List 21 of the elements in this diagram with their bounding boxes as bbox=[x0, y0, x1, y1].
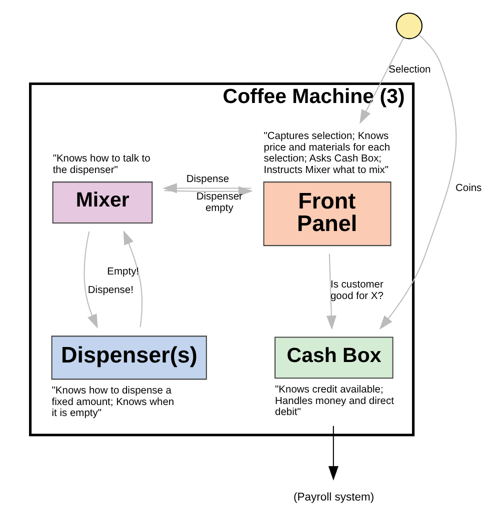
arrow bbox=[162, 182, 252, 193]
node-label: "Knows how to talk to the dispenser" bbox=[52, 153, 150, 176]
edge-label: Is customer good for X? bbox=[330, 279, 384, 302]
node-label: "Captures selection; Knows price and materials for each selection; Asks Cash Box; Instructs Mixer what to mix" bbox=[264, 130, 390, 176]
edge-label: Selection bbox=[388, 64, 431, 75]
edge-label: Dispense! bbox=[88, 284, 134, 296]
edge-label: Coins bbox=[456, 182, 482, 194]
node-label: "Knows how to dispense a fixed amount; Knows when it is empty" bbox=[52, 385, 174, 419]
node-circle bbox=[396, 12, 422, 39]
node-label: "Knows credit available; Handles money and direct debit" bbox=[275, 384, 394, 418]
edge-label: Empty! bbox=[107, 266, 140, 278]
arrow bbox=[164, 186, 253, 196]
arrow bbox=[84, 230, 98, 328]
arrow bbox=[328, 425, 338, 480]
edge-label: Dispense bbox=[186, 174, 230, 185]
arrow bbox=[123, 230, 143, 327]
node-text: (Payroll system) bbox=[293, 490, 374, 503]
arrow bbox=[379, 34, 457, 330]
arrow bbox=[360, 37, 404, 124]
edge-label: Dispenser empty bbox=[196, 191, 242, 214]
arrow bbox=[326, 253, 336, 330]
